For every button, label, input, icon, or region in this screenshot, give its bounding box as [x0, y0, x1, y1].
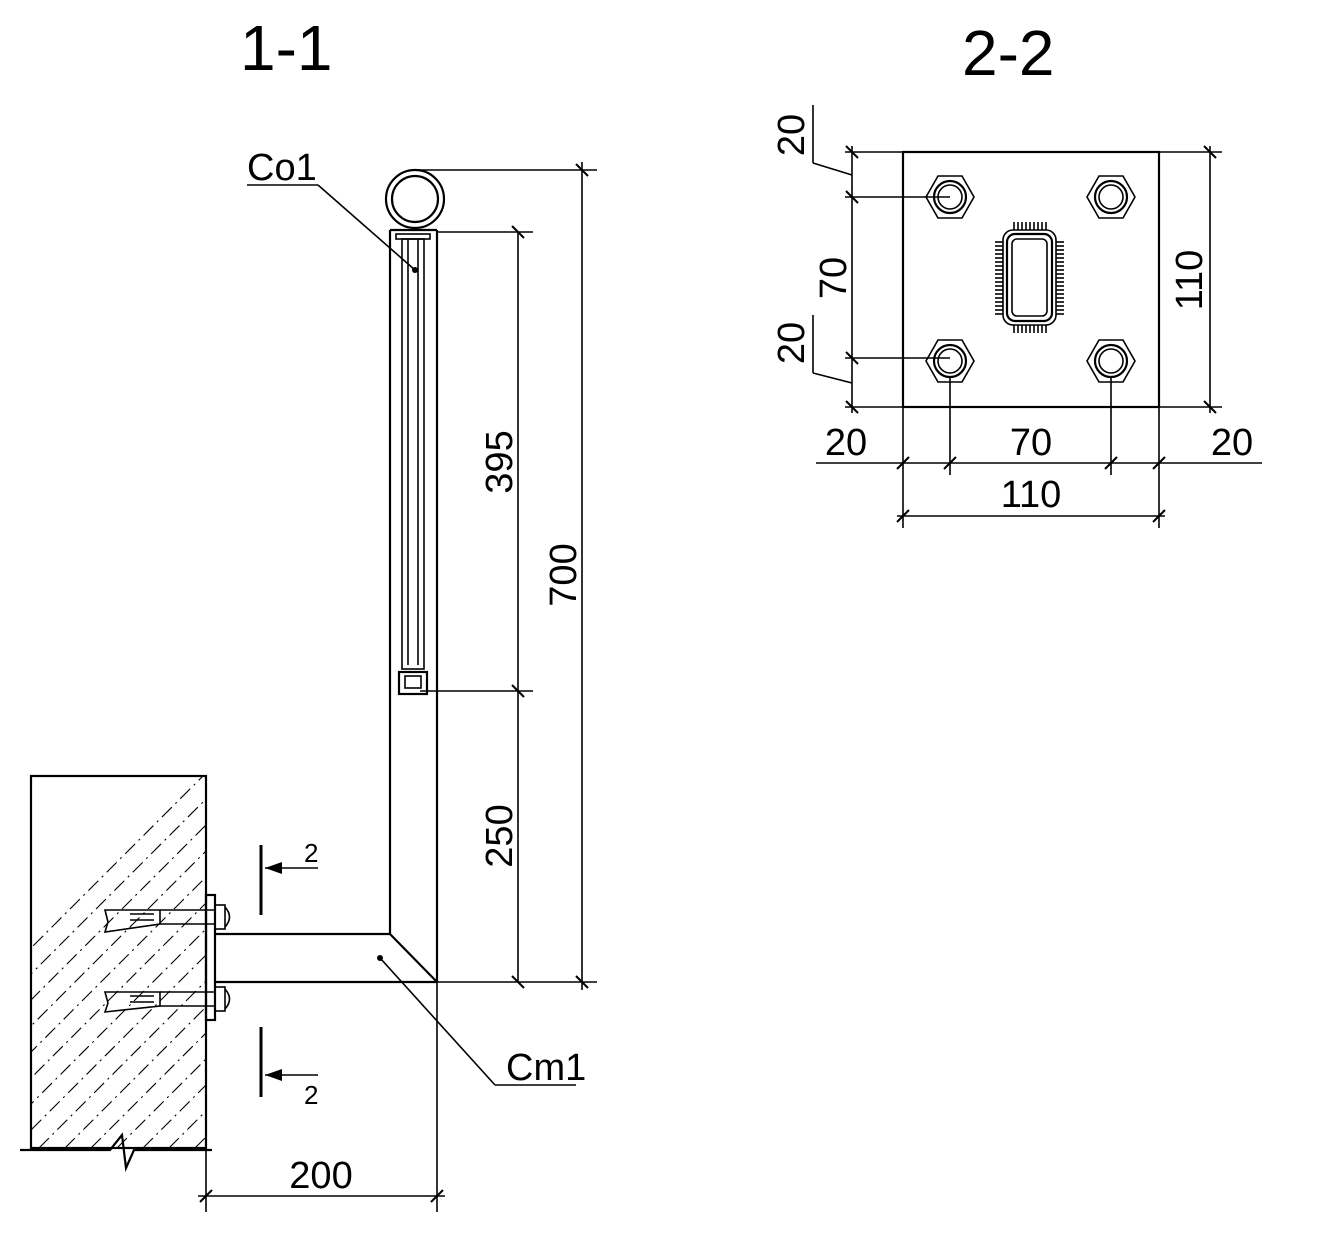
- dimension-bottom-20-left: 20: [825, 422, 867, 464]
- section-number-top: 2: [304, 838, 318, 868]
- member-label-co1: Co1: [247, 147, 317, 189]
- dimension-right-110: 110: [1169, 250, 1211, 311]
- horizontal-arm-cm1: [215, 932, 438, 984]
- view-title-1-1: 1-1: [240, 12, 333, 84]
- base-plate-outline: [901, 150, 1161, 409]
- dimension-bottom-110: 110: [1001, 474, 1062, 516]
- base-plate: [204, 893, 217, 1022]
- dimension-lines-2-2: [812, 105, 1262, 528]
- section-number-bottom: 2: [304, 1080, 318, 1110]
- dimension-200: 200: [289, 1155, 352, 1197]
- post-section-weld: [995, 222, 1064, 333]
- bolt-nut-top-right: [1086, 175, 1136, 219]
- dimension-bottom-70: 70: [1010, 422, 1052, 464]
- bolt-nut-bottom-right: [1086, 339, 1136, 383]
- handrail-tube: [384, 168, 446, 230]
- dimension-bottom-20-right: 20: [1211, 422, 1253, 464]
- dimension-left-70: 70: [813, 257, 855, 299]
- vertical-post-co1: [388, 228, 439, 982]
- bolt-nut-bottom-left: [925, 339, 975, 383]
- section-mark-top: [259, 845, 318, 915]
- leader-co1: [247, 184, 416, 271]
- dimension-left-20-top: 20: [771, 114, 813, 156]
- concrete-wall: [20, 774, 212, 1173]
- dimension-left-20-bottom: 20: [771, 322, 813, 364]
- anchor-bolt-upper: [103, 904, 231, 933]
- dimension-395: 395: [479, 430, 521, 493]
- dimension-250: 250: [479, 804, 521, 867]
- dimension-700: 700: [543, 543, 585, 606]
- view-title-2-2: 2-2: [962, 17, 1055, 89]
- section-mark-bottom: [259, 1027, 318, 1097]
- anchor-bolt-lower: [103, 986, 231, 1013]
- member-label-cm1: Cm1: [506, 1047, 586, 1089]
- dimension-lines-1-1: [198, 162, 597, 1212]
